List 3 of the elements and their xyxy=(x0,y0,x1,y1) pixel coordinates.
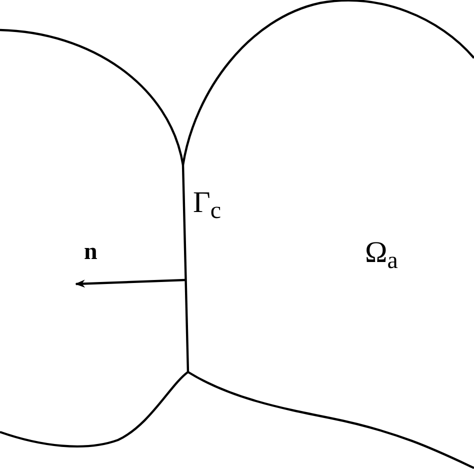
region-label: Ω$_{a}$ xyxy=(365,238,398,273)
vector-label: n xyxy=(84,240,98,264)
interface-label: Γ$_{c}$ xyxy=(193,188,221,223)
